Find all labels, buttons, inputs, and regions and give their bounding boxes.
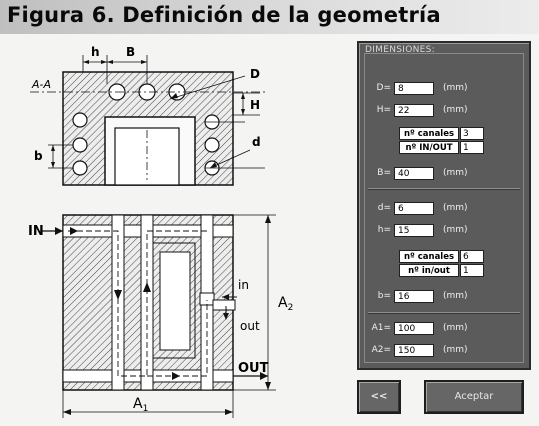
canales-input[interactable]: 6 xyxy=(460,250,484,263)
label-D: D xyxy=(250,67,260,81)
longitudinal-view xyxy=(42,214,276,418)
accept-button[interactable]: Aceptar xyxy=(424,380,524,414)
H-input[interactable]: 22 xyxy=(394,104,434,117)
label-in: in xyxy=(238,278,249,292)
field-B: B= 40 (mm) xyxy=(365,167,523,181)
hole xyxy=(204,137,220,153)
field-unit: (mm) xyxy=(443,291,468,301)
A1-input[interactable]: 100 xyxy=(394,322,434,335)
field-label: B= xyxy=(377,168,391,178)
hole xyxy=(72,112,88,128)
field-unit: (mm) xyxy=(443,323,468,333)
field-unit: (mm) xyxy=(443,345,468,355)
field-label: d= xyxy=(377,203,391,213)
field-A1: A1= 100 (mm) xyxy=(365,322,523,336)
field-h: h= 15 (mm) xyxy=(365,224,523,238)
label-out: out xyxy=(240,319,260,333)
field-label: D= xyxy=(376,83,391,93)
back-button-label: << xyxy=(370,391,388,402)
field-label: h= xyxy=(377,225,391,235)
canales-label: nº canales xyxy=(399,250,459,263)
inout-label: nº IN/OUT xyxy=(399,141,459,154)
label-b: b xyxy=(34,149,43,163)
field-unit: (mm) xyxy=(443,203,468,213)
field-unit: (mm) xyxy=(443,105,468,115)
field-label: A1= xyxy=(371,323,391,333)
hole xyxy=(72,137,88,153)
panel-header: DIMENSIONES: xyxy=(365,45,435,55)
label-IN: IN xyxy=(28,224,44,239)
label-A2: A2 xyxy=(278,295,293,313)
label-A1: A1 xyxy=(133,396,148,414)
title-bar: Figura 6. Definición de la geometría xyxy=(0,0,539,34)
label-h: h xyxy=(91,45,100,59)
B-input[interactable]: 40 xyxy=(394,167,434,180)
field-label: A2= xyxy=(371,345,391,355)
label-section-aa: A-A xyxy=(31,78,51,91)
back-button[interactable]: << xyxy=(357,380,401,414)
inout-label: nº in/out xyxy=(399,264,459,277)
label-d: d xyxy=(252,135,261,149)
divider xyxy=(368,312,520,314)
label-B: B xyxy=(126,45,135,59)
field-label: H= xyxy=(376,105,391,115)
accept-button-label: Aceptar xyxy=(454,391,494,402)
b-input[interactable]: 16 xyxy=(394,290,434,303)
panel-frame: D= 8 (mm) H= 22 (mm) nº canales 3 nº IN/… xyxy=(364,53,524,363)
dimensions-panel: DIMENSIONES: D= 8 (mm) H= 22 (mm) nº can… xyxy=(357,41,531,370)
hole xyxy=(72,160,88,176)
field-d: d= 6 (mm) xyxy=(365,202,523,216)
field-A2: A2= 150 (mm) xyxy=(365,344,523,358)
h-input[interactable]: 15 xyxy=(394,224,434,237)
field-unit: (mm) xyxy=(443,83,468,93)
geometry-drawing: h B D A-A H b d xyxy=(28,45,293,418)
canales-label: nº canales xyxy=(399,127,459,140)
D-input[interactable]: 8 xyxy=(394,82,434,95)
divider xyxy=(368,188,520,190)
inout-input[interactable]: 1 xyxy=(460,264,484,277)
A2-input[interactable]: 150 xyxy=(394,344,434,357)
figure-title: Figura 6. Definición de la geometría xyxy=(7,3,441,27)
inout-input[interactable]: 1 xyxy=(460,141,484,154)
section-aa xyxy=(30,55,265,186)
field-unit: (mm) xyxy=(443,225,468,235)
field-D: D= 8 (mm) xyxy=(365,82,523,96)
field-b: b= 16 (mm) xyxy=(365,290,523,304)
label-H: H xyxy=(250,98,260,112)
label-OUT: OUT xyxy=(238,361,269,376)
field-H: H= 22 (mm) xyxy=(365,104,523,118)
field-label: b= xyxy=(377,291,391,301)
d-input[interactable]: 6 xyxy=(394,202,434,215)
canales-input[interactable]: 3 xyxy=(460,127,484,140)
field-unit: (mm) xyxy=(443,168,468,178)
